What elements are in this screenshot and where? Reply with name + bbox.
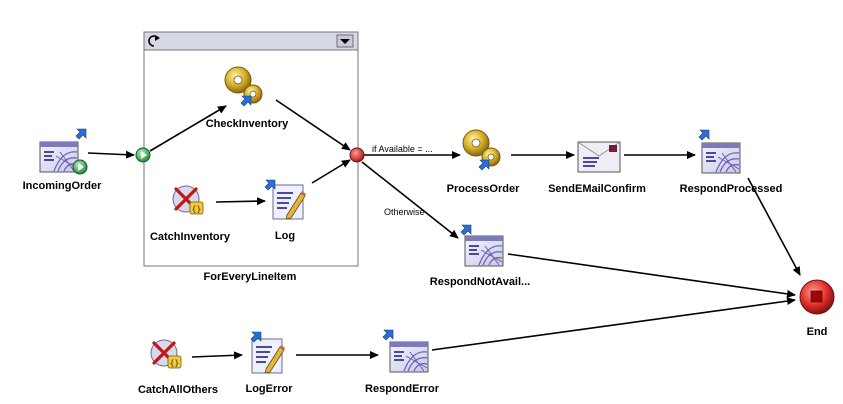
- web-page-icon: [701, 142, 741, 174]
- edge-label-if-available: if Available = ...: [372, 144, 433, 154]
- node-process-order[interactable]: ProcessOrder: [447, 129, 520, 195]
- node-label: IncomingOrder: [23, 180, 103, 192]
- catch-x-icon: [149, 338, 183, 370]
- edge-responderror-to-end: [431, 297, 796, 351]
- web-page-icon: [464, 235, 504, 267]
- node-end[interactable]: End: [799, 279, 835, 338]
- group-for-every-line-item[interactable]: [143, 31, 359, 267]
- node-label: End: [807, 326, 828, 338]
- pencil-doc-icon: [272, 184, 307, 220]
- chevron-down-icon[interactable]: [336, 34, 354, 48]
- pencil-doc-icon: [251, 338, 286, 374]
- node-catch-all-others[interactable]: CatchAllOthers: [138, 338, 218, 396]
- edge-log-to-merge: [311, 159, 351, 184]
- node-label: Log: [275, 230, 295, 242]
- node-respond-not-available[interactable]: RespondNotAvail...: [430, 224, 530, 288]
- edge-start-to-check: [149, 105, 227, 152]
- web-page-icon: [389, 341, 429, 373]
- node-label: RespondNotAvail...: [430, 276, 530, 288]
- node-incoming-order[interactable]: IncomingOrder: [23, 128, 103, 192]
- node-send-email-confirm[interactable]: SendEMailConfirm: [548, 141, 646, 195]
- node-check-inventory[interactable]: CheckInventory: [206, 66, 289, 130]
- badge-arrow-icon: [698, 129, 710, 141]
- envelope-icon: [577, 141, 621, 173]
- node-label: SendEMailConfirm: [548, 183, 646, 195]
- node-label: CheckInventory: [206, 118, 289, 130]
- node-respond-error[interactable]: RespondError: [365, 329, 440, 395]
- edge-responded-to-end: [747, 177, 801, 276]
- node-label: RespondProcessed: [680, 183, 783, 195]
- node-log[interactable]: Log: [264, 179, 307, 242]
- node-label: RespondError: [365, 383, 440, 395]
- node-label: CatchAllOthers: [138, 384, 218, 396]
- edge-merge-to-notavail: [361, 161, 459, 239]
- badge-arrow-icon: [460, 224, 472, 236]
- badge-arrow-icon: [478, 159, 490, 171]
- edge-catchall-to-logerror: [191, 351, 243, 360]
- start-play-icon: [141, 151, 147, 159]
- web-page-icon: [39, 141, 79, 173]
- node-label: ProcessOrder: [447, 183, 520, 195]
- edge-incoming-to-start: [87, 150, 135, 159]
- node-respond-processed[interactable]: RespondProcessed: [680, 129, 783, 195]
- edge-notavail-to-end: [507, 253, 796, 298]
- node-label: LogError: [245, 383, 293, 395]
- edge-label-otherwise: Otherwise: [384, 207, 425, 217]
- node-log-error[interactable]: LogError: [245, 331, 293, 395]
- merge-dot: [349, 147, 365, 163]
- node-label: CatchInventory: [150, 231, 231, 243]
- badge-arrow-icon: [382, 329, 394, 341]
- loop-icon: [148, 35, 160, 47]
- edge-catch-to-log: [215, 197, 266, 206]
- edges: [87, 99, 801, 360]
- node-catch-inventory[interactable]: CatchInventory: [150, 184, 231, 243]
- group-label: ForEveryLineItem: [204, 271, 297, 283]
- edge-check-to-merge: [275, 99, 351, 151]
- badge-arrow-icon: [75, 128, 87, 140]
